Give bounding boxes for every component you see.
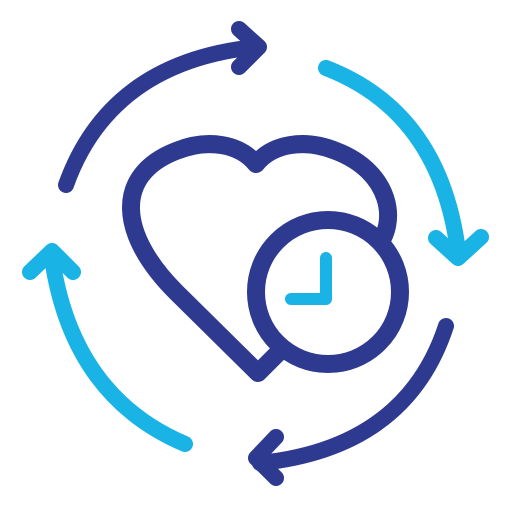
heart-icon	[122, 135, 397, 382]
clock-icon	[247, 211, 409, 373]
cycle-arrow-left-icon	[22, 243, 193, 452]
cycle-arrow-right-icon	[318, 60, 489, 266]
cycle-arrow-bottom-icon	[248, 318, 454, 486]
cycle-arrow-top-icon	[58, 21, 267, 193]
